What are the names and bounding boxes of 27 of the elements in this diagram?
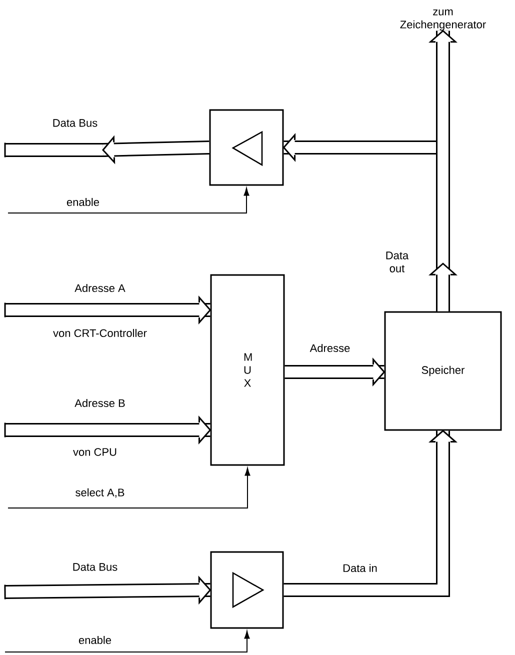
bus-arrow (4, 576, 212, 605)
bus-arrow (4, 416, 212, 444)
edge-label: Data Bus (53, 119, 98, 127)
destination-label: zum Zeichengenerator (400, 9, 486, 31)
bus-arrow (4, 296, 212, 324)
edge-label: Data out (386, 252, 409, 272)
edge-label: Adresse B (74, 398, 125, 408)
control-line (4, 630, 250, 652)
source-label: von CPU (73, 448, 116, 456)
buffer-box (210, 551, 284, 629)
edge-label: Data in (343, 564, 377, 572)
edge-label: Adresse (310, 344, 350, 352)
edge-label: Adresse A (74, 284, 126, 292)
edge-label: select A,B (76, 488, 124, 498)
edge-label: enable (78, 636, 112, 644)
multiplexer-box: M U X (210, 274, 285, 466)
edge-label: Data Bus (73, 563, 118, 571)
control-line (8, 468, 250, 508)
bus-arrow (102, 135, 210, 164)
control-line (8, 188, 250, 214)
edge-label: enable (66, 198, 100, 206)
bus-arrow (284, 358, 386, 386)
bus-arrow (284, 430, 458, 597)
memory-box: Speicher (384, 311, 502, 431)
source-label: von CRT-Controller (53, 328, 147, 338)
buffer-box (209, 109, 284, 186)
bus-arrow (428, 30, 458, 312)
